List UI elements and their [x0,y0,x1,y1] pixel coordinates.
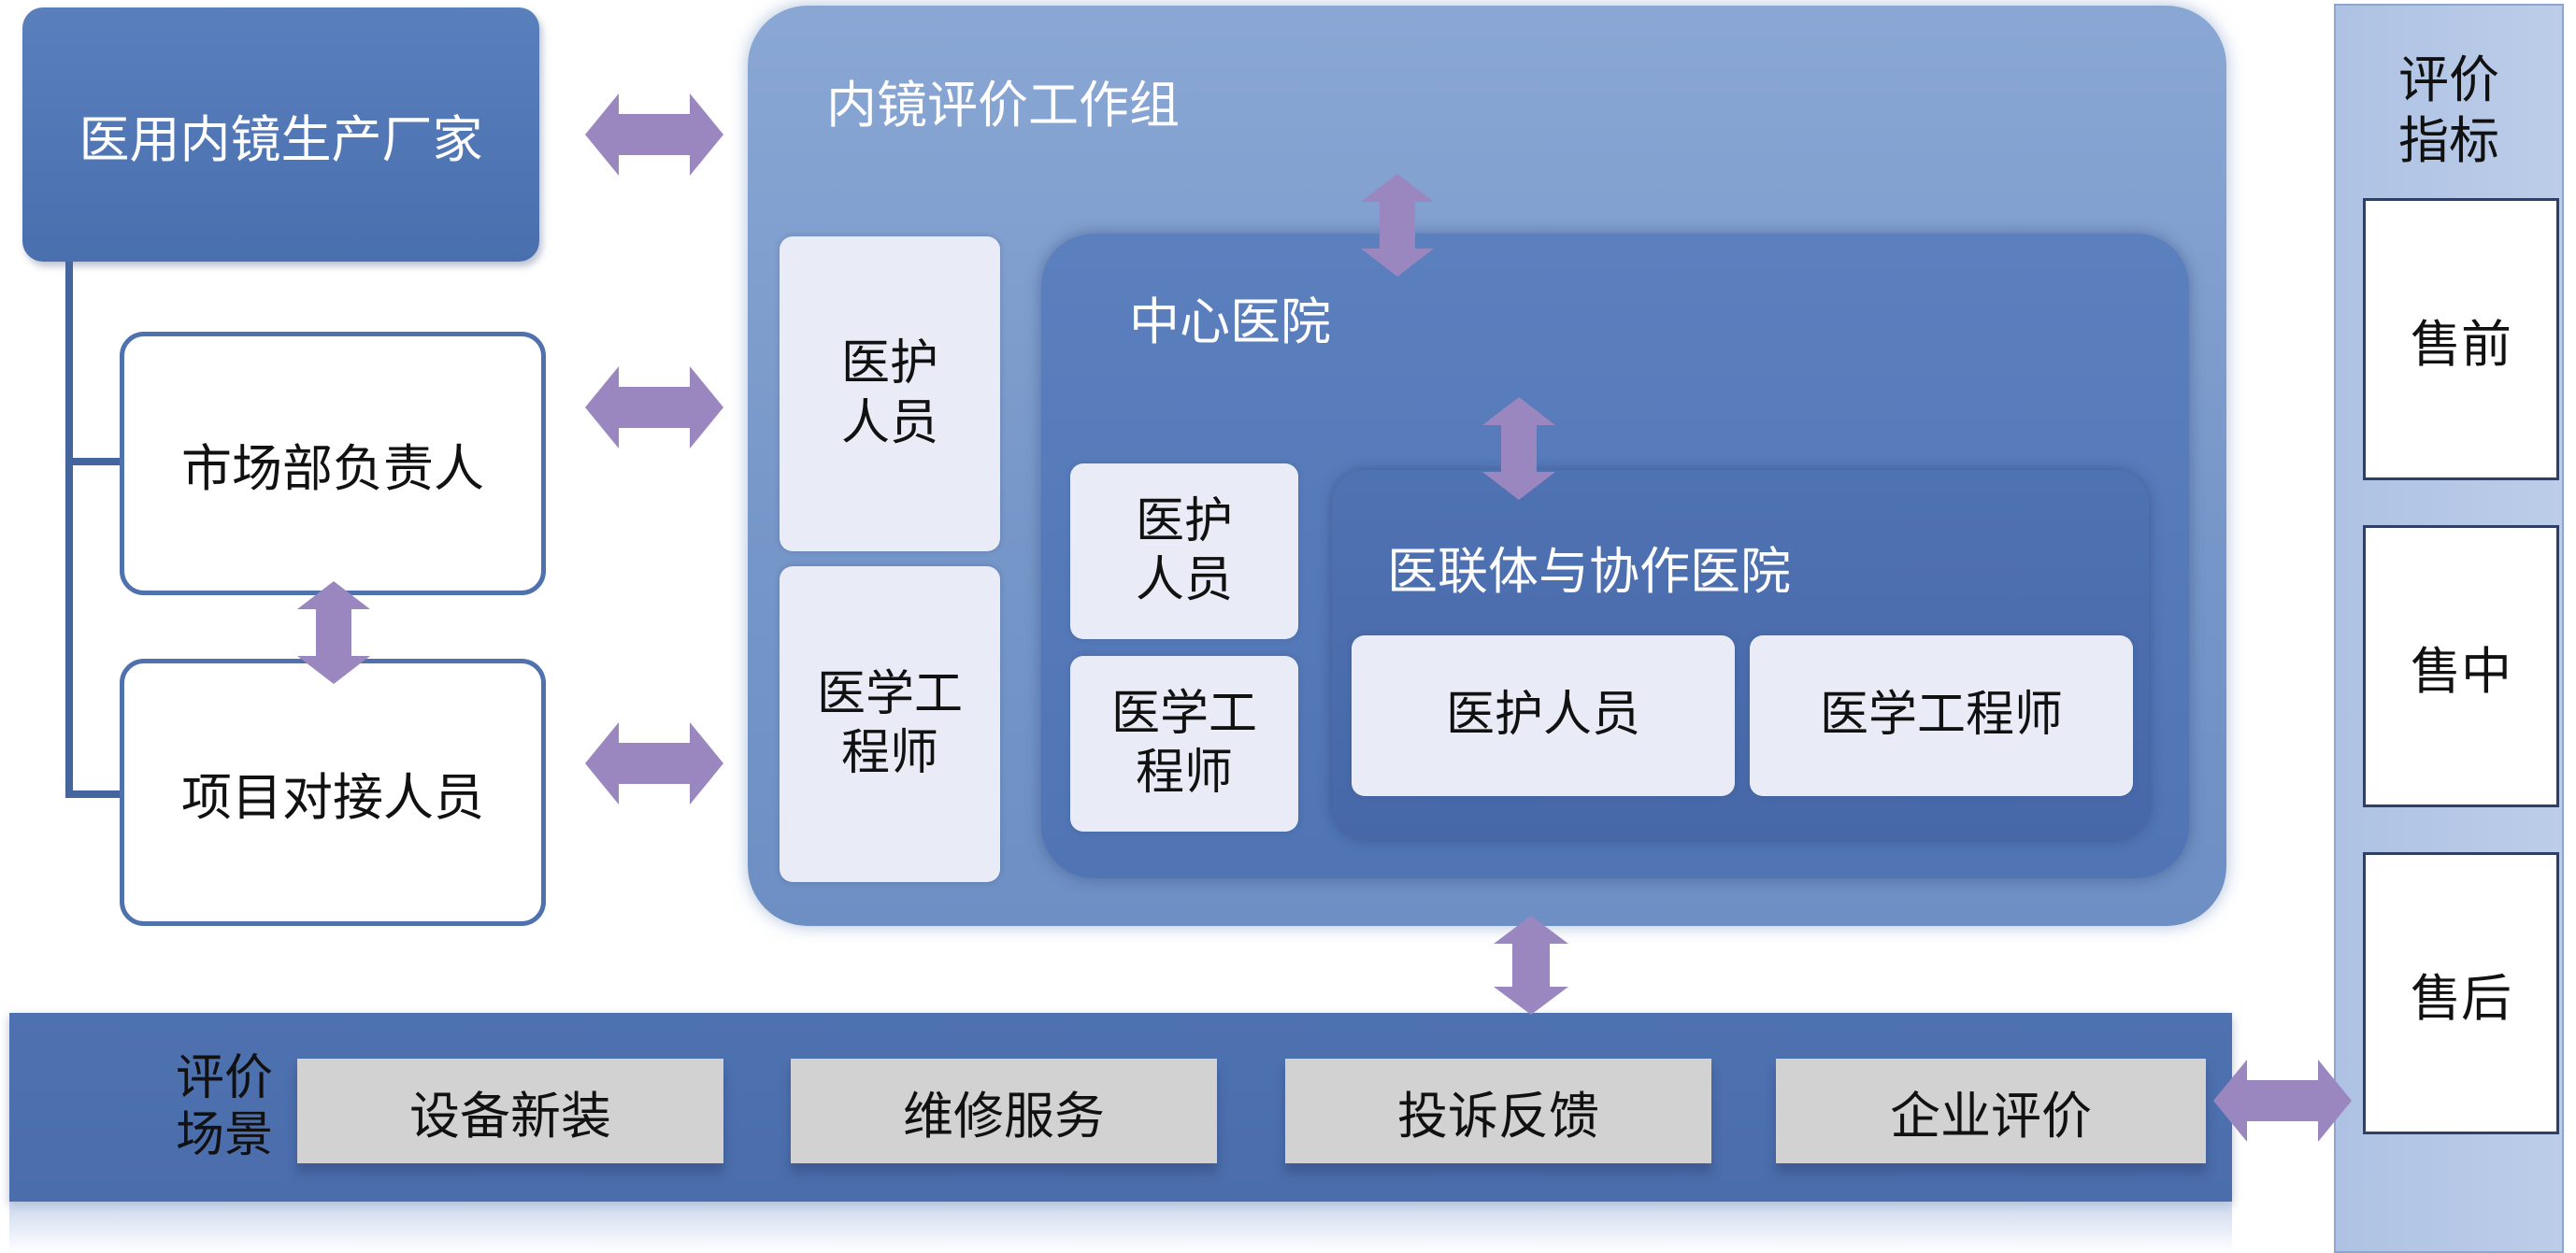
workgroup-medical-staff-label: 医护 人员 [840,335,938,451]
hospital-medical-staff-label: 医护 人员 [1135,492,1233,608]
arrow-workgroup-hospital [1361,174,1434,277]
connector-to-project-contact [65,790,122,798]
alliance-medical-staff-label: 医护人员 [1445,687,1640,744]
arrow-market-head-workgroup [585,366,723,449]
scene-label: 评价 场景 [176,1050,274,1164]
connector-to-market-head [65,458,122,465]
scene-item-company-review: 企业评价 [1776,1059,2206,1163]
indicator-item-label: 售后 [2411,968,2512,1028]
project-contact-label: 项目对接人员 [181,767,484,827]
scene-item-installation: 设备新装 [297,1059,723,1163]
project-contact-box: 项目对接人员 [120,659,546,926]
hospital-medical-engineer-box: 医学工 程师 [1070,656,1298,832]
workgroup-medical-staff-box: 医护 人员 [780,236,1000,551]
indicator-pre-sale: 售前 [2363,198,2559,480]
indicator-item-label: 售前 [2411,314,2512,374]
scene-item-maintenance: 维修服务 [791,1059,1217,1163]
arrow-manufacturer-workgroup [585,93,723,176]
arrow-workgroup-scenes [1494,916,1568,1015]
hospital-medical-staff-box: 医护 人员 [1070,463,1298,639]
alliance-medical-engineer-box: 医学工程师 [1750,635,2133,796]
manufacturer-box: 医用内镜生产厂家 [22,7,539,262]
arrow-market-head-project-contact [297,581,370,684]
alliance-medical-engineer-label: 医学工程师 [1819,687,2063,744]
arrow-hospital-alliance [1482,397,1555,500]
scene-bar-reflection [9,1202,2232,1253]
market-head-label: 市场部负责人 [181,438,484,498]
hospital-medical-engineer-label: 医学工 程师 [1110,685,1257,801]
hospital-title: 中心医院 [1129,292,1331,351]
market-head-box: 市场部负责人 [120,332,546,595]
scene-item-complaint: 投诉反馈 [1285,1059,1711,1163]
workgroup-medical-engineer-label: 医学工 程师 [816,665,963,781]
indicator-label: 评价 指标 [2398,50,2499,170]
scene-item-label: 投诉反馈 [1397,1086,1599,1146]
alliance-title: 医联体与协作医院 [1387,542,1791,601]
arrow-scenes-indicators [2213,1060,2352,1142]
workgroup-medical-engineer-box: 医学工 程师 [780,566,1000,882]
workgroup-title: 内镜评价工作组 [826,76,1180,135]
manufacturer-title: 医用内镜生产厂家 [79,109,483,169]
indicator-in-sale: 售中 [2363,525,2559,807]
scene-item-label: 维修服务 [903,1086,1105,1146]
scene-item-label: 设备新装 [409,1086,611,1146]
indicator-after-sale: 售后 [2363,852,2559,1134]
connector-vertical-line [65,262,73,798]
scene-item-label: 企业评价 [1890,1086,2092,1146]
alliance-medical-staff-box: 医护人员 [1352,635,1735,796]
arrow-project-contact-workgroup [585,722,723,804]
indicator-item-label: 售中 [2411,641,2512,701]
